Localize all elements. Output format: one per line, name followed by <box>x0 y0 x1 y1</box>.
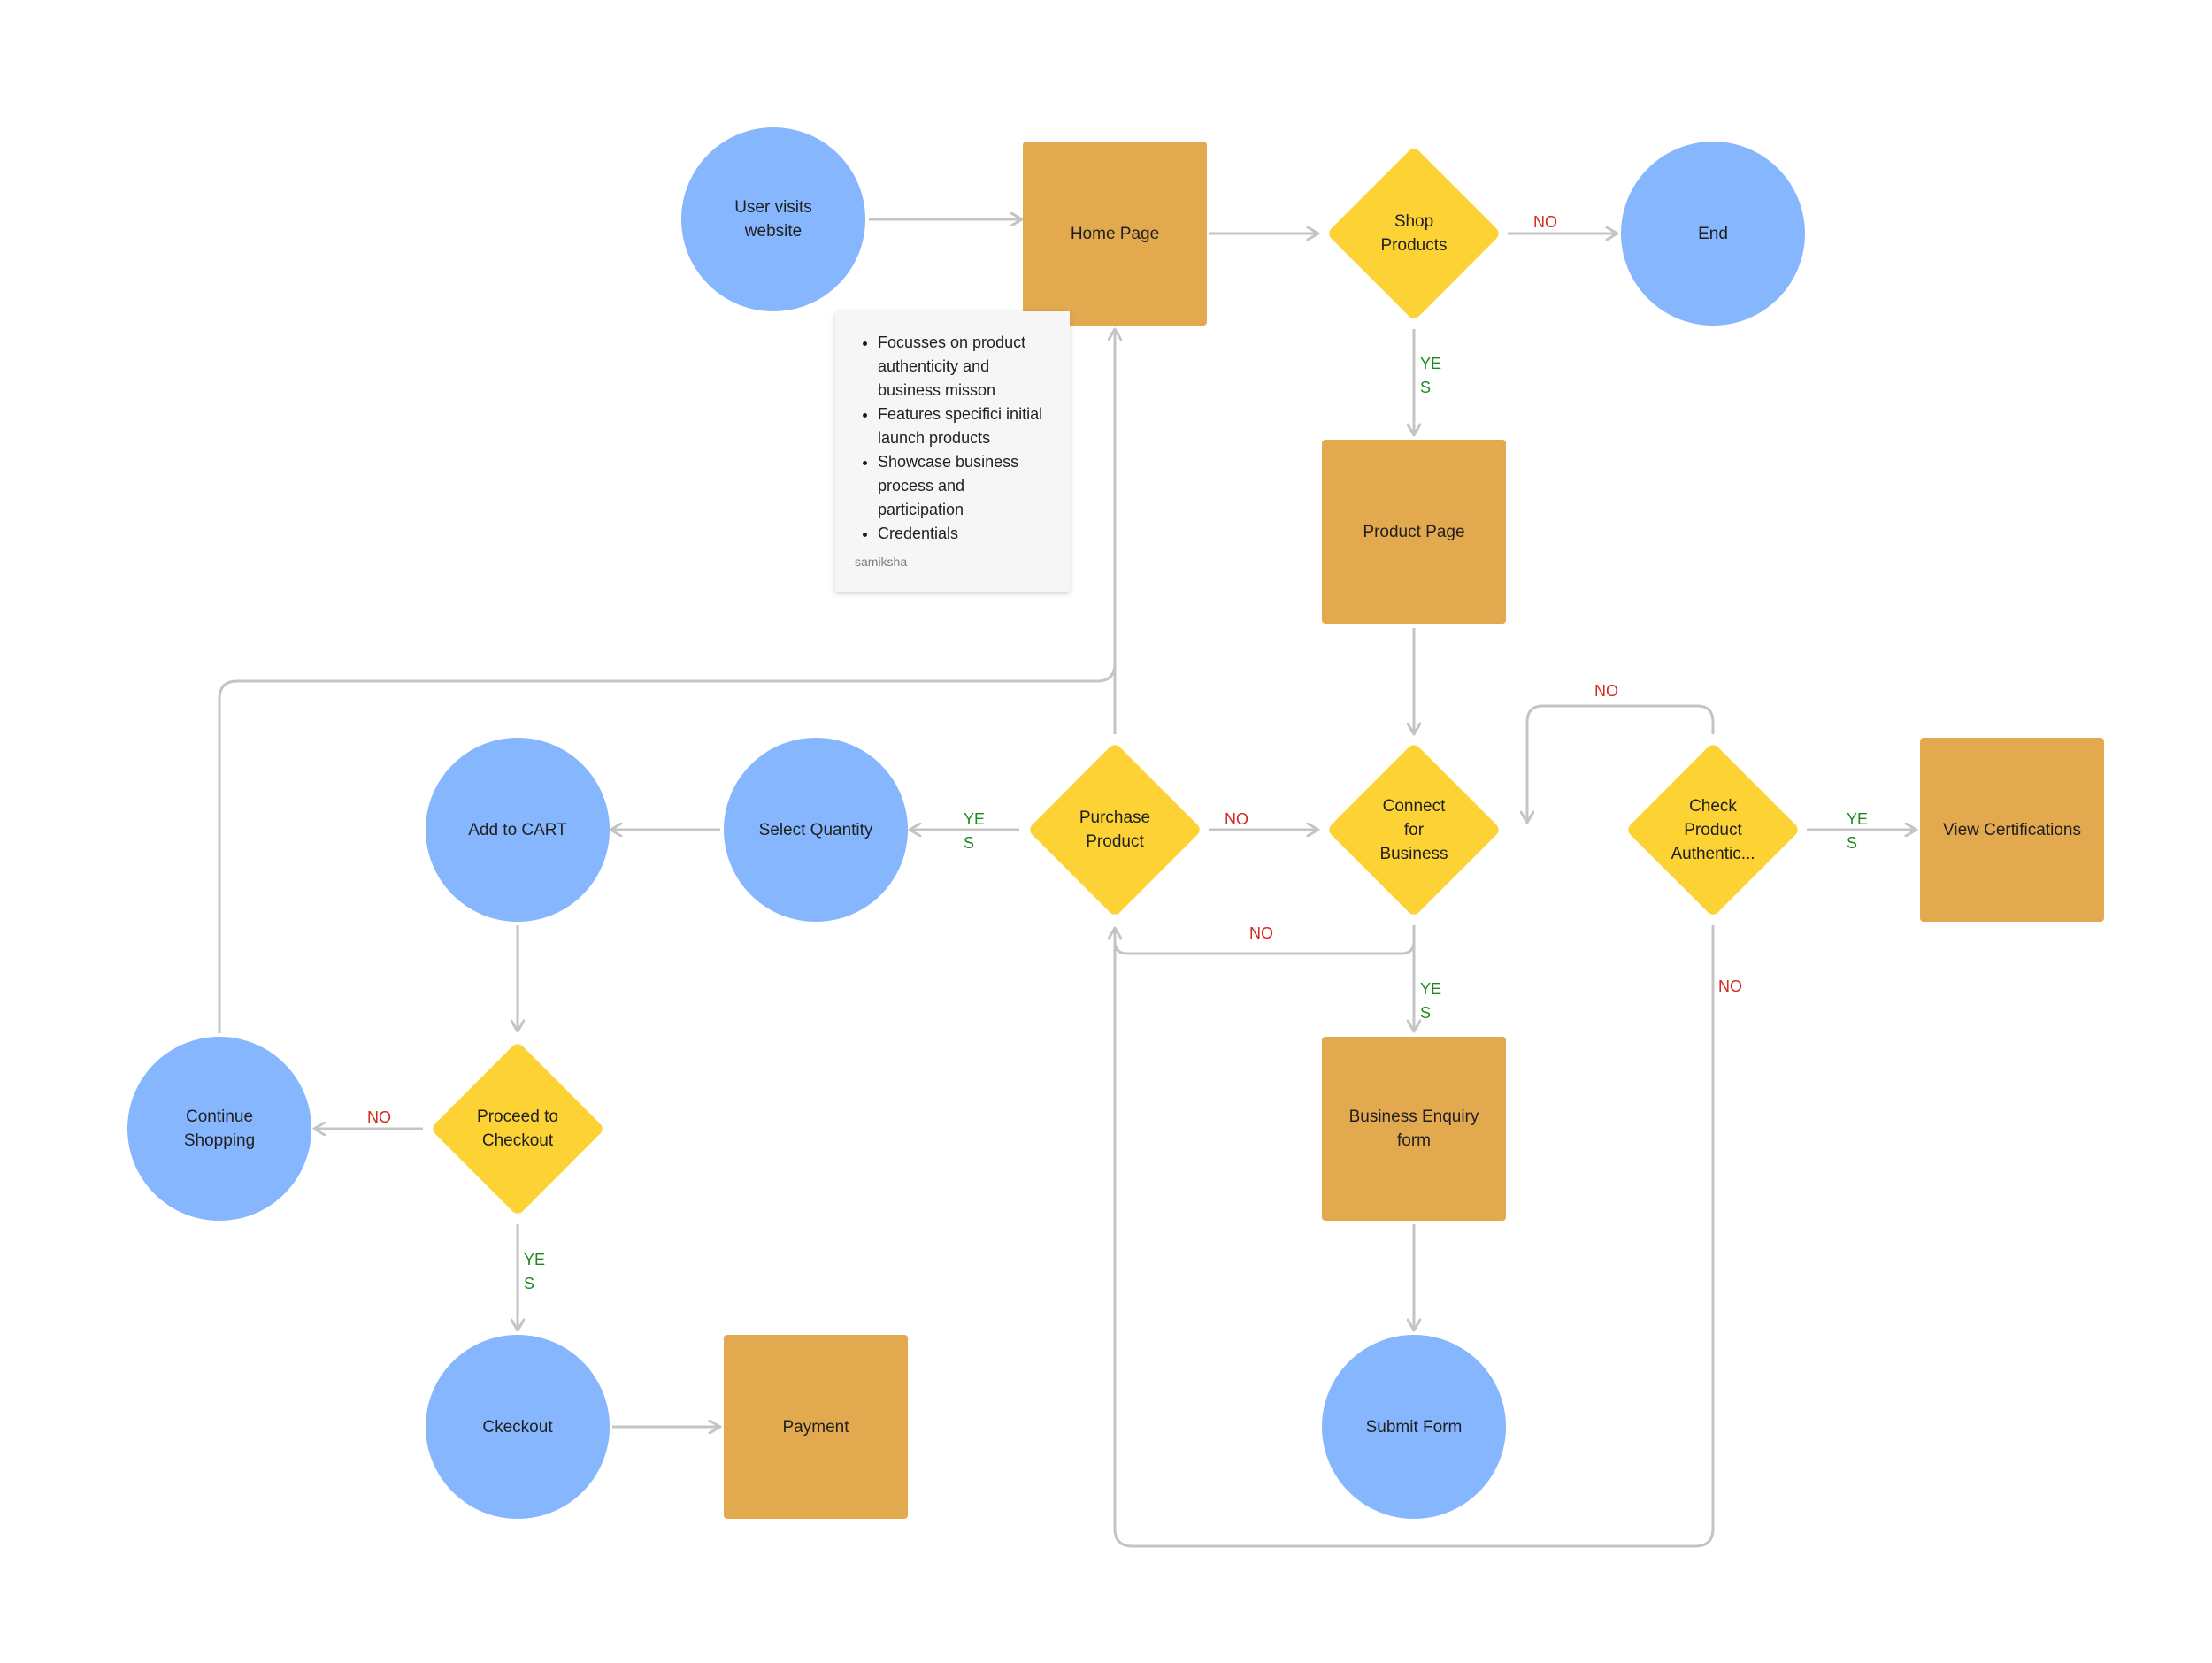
diamond-shape <box>1329 745 1499 915</box>
node-add-to-cart[interactable]: Add to CART <box>426 738 610 922</box>
note-author: samiksha <box>855 555 908 569</box>
label-no-purchase-to-connect: NO <box>1225 810 1248 828</box>
node-label: Ckeckout <box>482 1417 553 1437</box>
node-submit-form[interactable]: Submit Form <box>1322 1335 1506 1519</box>
node-label: Payment <box>782 1417 849 1437</box>
label-yes-shop-to-product: YE S <box>1420 355 1442 396</box>
label-no-shop-to-end: NO <box>1533 213 1557 231</box>
node-view-certifications[interactable]: View Certifications <box>1920 738 2104 922</box>
node-label: Product Page <box>1363 522 1465 541</box>
node-proceed-to-checkout[interactable]: Proceed to Checkout <box>426 1037 610 1221</box>
node-shop-products[interactable]: Shop Products <box>1322 142 1506 326</box>
note-item: Features specifici initial launch produc… <box>878 402 1052 450</box>
note-list: Focusses on product authenticity and bus… <box>855 331 1052 546</box>
label-no-check-to-connect: NO <box>1594 682 1618 700</box>
node-label: View Certifications <box>1943 820 2081 839</box>
note-item: Focusses on product authenticity and bus… <box>878 331 1052 402</box>
label-no-proceed-to-continue: NO <box>367 1108 391 1126</box>
note-item: Showcase business process and participat… <box>878 450 1052 522</box>
node-label: Purchase Product <box>1079 809 1151 851</box>
label-yes-proceed-to-checkout: YE S <box>524 1251 546 1292</box>
node-payment[interactable]: Payment <box>724 1335 908 1519</box>
node-product-page[interactable]: Product Page <box>1322 440 1506 624</box>
node-label: Proceed to Checkout <box>477 1107 558 1150</box>
node-continue-shopping[interactable]: Continue Shopping <box>127 1037 311 1221</box>
node-purchase-product[interactable]: Purchase Product <box>1023 738 1207 922</box>
label-no-check-to-purchase: NO <box>1718 977 1742 995</box>
node-connect-for-business[interactable]: Connect for Business <box>1322 738 1506 922</box>
node-end[interactable]: End <box>1621 142 1805 326</box>
node-label: Connect for Business <box>1379 796 1448 863</box>
diamond-shape <box>1628 745 1798 915</box>
node-label: Select Quantity <box>758 820 873 839</box>
diamond-shape <box>433 1044 603 1214</box>
node-label: Add to CART <box>468 820 567 839</box>
node-label: End <box>1698 224 1728 243</box>
node-home-page[interactable]: Home Page <box>1023 142 1207 326</box>
node-user-visits-website[interactable]: User visits website <box>681 127 865 311</box>
node-label: Continue Shopping <box>183 1107 256 1150</box>
diamond-shape <box>1329 149 1499 318</box>
diamond-shape <box>1030 745 1200 915</box>
sticky-note[interactable]: Focusses on product authenticity and bus… <box>835 311 1070 592</box>
edge-continue-to-home <box>218 663 1117 1033</box>
label-no-connect-to-purchase: NO <box>1249 924 1273 942</box>
node-select-quantity[interactable]: Select Quantity <box>724 738 908 922</box>
node-label: User visits website <box>734 198 812 241</box>
node-label: Business Enquiry form <box>1348 1107 1479 1150</box>
node-checkout[interactable]: Ckeckout <box>426 1335 610 1519</box>
label-yes-connect-to-enquiry: YE S <box>1420 980 1442 1022</box>
node-label: Home Page <box>1070 224 1160 243</box>
node-label: Shop Products <box>1380 212 1448 255</box>
label-yes-check-to-certifications: YE S <box>1847 810 1869 852</box>
edge-check-to-connect-no <box>1527 704 1715 823</box>
label-yes-purchase-to-select: YE S <box>964 810 986 852</box>
node-label: Submit Form <box>1365 1417 1463 1437</box>
node-check-product-authenticity[interactable]: Check Product Authentic... <box>1621 738 1805 922</box>
edge-check-to-purchase-no <box>1113 925 1715 1548</box>
note-item: Credentials <box>878 522 1052 546</box>
node-label: Check Product Authentic... <box>1671 796 1755 863</box>
node-business-enquiry-form[interactable]: Business Enquiry form <box>1322 1037 1506 1221</box>
